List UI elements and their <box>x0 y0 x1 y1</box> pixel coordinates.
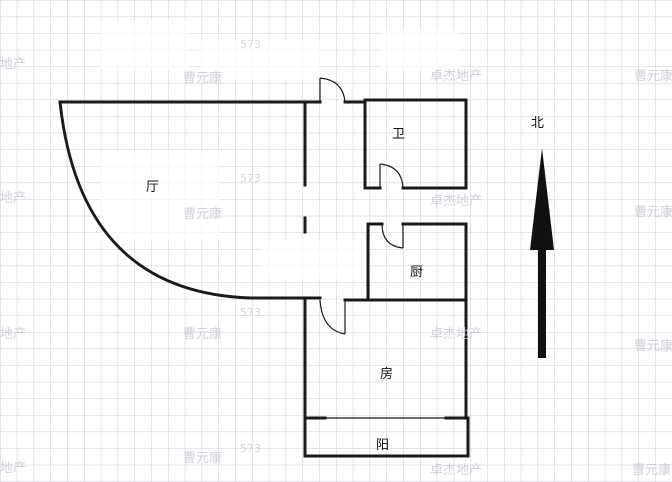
watermark-d4: 地产 <box>0 461 26 476</box>
room-label-balcony: 阳 <box>376 438 389 453</box>
watermark-a4: 曹元康 <box>183 450 222 466</box>
watermark-c1: 曹元康 <box>634 68 672 84</box>
north-arrow-head <box>530 148 554 250</box>
watermark-b1: 卓杰地产 <box>430 69 482 84</box>
room-label-bedroom: 房 <box>380 366 393 382</box>
watermark-num2: 573 <box>240 172 261 185</box>
watermark-b3: 卓杰地产 <box>430 327 482 342</box>
watermark-b2: 卓杰地产 <box>430 194 482 209</box>
bedroom-walls <box>303 296 468 458</box>
watermark-a3: 曹元康 <box>183 326 222 342</box>
watermark-c2: 曹元康 <box>634 204 672 220</box>
north-arrow <box>530 148 554 358</box>
watermark-d2: 地产 <box>0 191 26 206</box>
watermark-a2: 曹元康 <box>183 206 222 222</box>
living-room-walls <box>58 100 307 300</box>
north-arrow-shaft <box>538 248 546 358</box>
entry-door <box>303 77 367 104</box>
watermark-num1: 573 <box>240 38 261 51</box>
watermark-b4: 卓杰地产 <box>430 463 482 478</box>
north-label: 北 <box>531 116 544 131</box>
bathroom-walls <box>363 98 468 190</box>
faded-patches <box>100 20 460 280</box>
watermark-d3: 地产 <box>0 327 26 342</box>
watermark-c3: 曹元康 <box>634 338 672 354</box>
watermark-num3: 573 <box>240 306 261 319</box>
watermark-a1: 曹元康 <box>183 70 222 86</box>
watermark-c4: 曹元康 <box>632 462 671 478</box>
room-label-living: 厅 <box>146 180 159 195</box>
watermarks: 曹元康 曹元康 曹元康 曹元康 卓杰地产 卓杰地产 卓杰地产 卓杰地产 曹元康 … <box>0 38 672 478</box>
watermark-d1: 地产 <box>0 57 26 72</box>
balcony-walls <box>303 416 470 458</box>
watermark-num4: 573 <box>240 442 261 455</box>
room-label-bathroom: 卫 <box>392 127 405 142</box>
room-label-kitchen: 厨 <box>410 265 423 280</box>
